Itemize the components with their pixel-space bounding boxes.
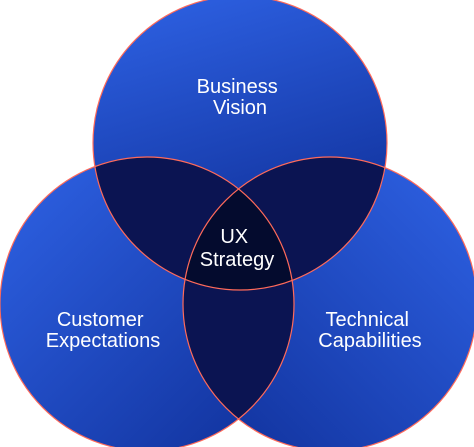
label-customer-expectations: Customer Expectations [46,309,161,352]
outline-business-vision [92,0,388,291]
outline-customer-expectations [0,156,295,447]
label-technical-capabilities-line-1: Technical [326,309,409,331]
label-ux-strategy: UX Strategy [200,226,274,271]
label-customer-expectations-line-2: Expectations [46,330,161,352]
label-business-vision: Business Vision [197,76,284,119]
label-technical-capabilities-line-2: Capabilities [318,330,421,352]
outline-technical-capabilities [182,156,474,447]
label-ux-strategy-line-1: UX [220,226,248,248]
label-ux-strategy-line-2: Strategy [200,249,274,271]
label-customer-expectations-line-1: Customer [57,309,144,331]
label-business-vision-line-1: Business [197,76,278,98]
label-technical-capabilities: Technical Capabilities [318,309,421,352]
label-business-vision-line-2: Vision [213,97,267,119]
overlap-center [183,157,294,290]
